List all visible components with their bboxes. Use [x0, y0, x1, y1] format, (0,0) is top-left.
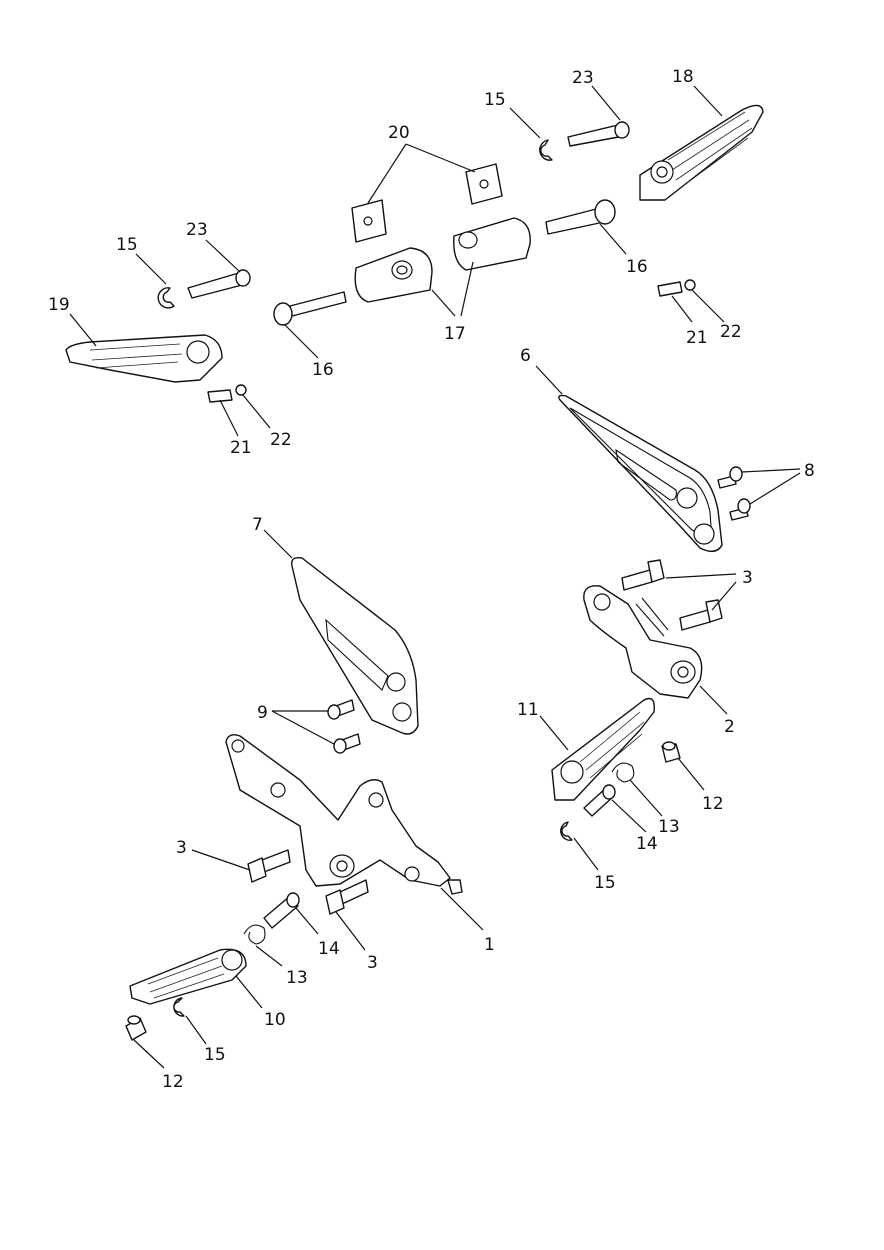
grease-nipple-12-right [661, 741, 681, 763]
label-23-left: 23 [186, 220, 208, 240]
label-15-left: 15 [116, 235, 138, 255]
label-21-left: 21 [230, 438, 252, 458]
label-13-right: 13 [658, 817, 680, 837]
label-13-left: 13 [286, 968, 308, 988]
label-19: 19 [48, 295, 70, 315]
heel-guard-6 [558, 394, 723, 553]
label-15-bottom-left: 15 [204, 1045, 226, 1065]
bolt-3-left-b [325, 879, 369, 915]
grease-nipple-12-left [125, 1015, 147, 1041]
clip-15-right-bottom [560, 821, 573, 841]
screw-8-b [729, 498, 751, 521]
label-8: 8 [804, 461, 815, 481]
label-3-right: 3 [742, 568, 753, 588]
label-22-left: 22 [270, 430, 292, 450]
label-21-right: 21 [686, 328, 708, 348]
bolt-3-left-a [247, 849, 291, 883]
spring-21-left [207, 389, 233, 403]
pin-14-left [263, 892, 300, 929]
label-10: 10 [264, 1010, 286, 1030]
label-16-left: 16 [312, 360, 334, 380]
bracket-2 [583, 585, 703, 699]
heel-guard-7 [291, 556, 419, 735]
pin-23-left [187, 269, 251, 299]
label-20: 20 [388, 123, 410, 143]
bracket-1 [225, 734, 463, 895]
spring-21-right [657, 281, 683, 297]
footpeg-11 [551, 697, 655, 801]
label-14-right: 14 [636, 834, 658, 854]
screw-8-a [717, 466, 743, 489]
footpeg-10 [129, 948, 247, 1005]
bolt-16-left [273, 291, 347, 326]
clip-15-left-bottom [173, 997, 185, 1017]
footpeg-19 [65, 334, 223, 383]
label-1: 1 [484, 935, 495, 955]
clip-15-top [539, 139, 553, 161]
spacer-20-right [465, 163, 503, 205]
pin-23-top [567, 121, 630, 147]
clip-15-left-top [157, 287, 175, 309]
mount-block-17-right [453, 217, 531, 271]
ball-22-right [684, 279, 696, 291]
label-6: 6 [520, 346, 531, 366]
label-15-bottom-right: 15 [594, 873, 616, 893]
spring-13-right [611, 762, 635, 783]
callout-labels: 1 2 3 3 3 6 7 8 9 10 11 12 12 13 13 14 1… [48, 67, 815, 1092]
label-3-left-lower: 3 [367, 953, 378, 973]
label-23-top: 23 [572, 68, 594, 88]
pin-14-right [583, 784, 616, 817]
label-2: 2 [724, 717, 735, 737]
spring-13-left [243, 924, 266, 945]
label-7: 7 [252, 515, 263, 535]
label-18: 18 [672, 67, 694, 87]
footpeg-18 [639, 104, 764, 201]
label-11: 11 [517, 700, 539, 720]
label-12-right: 12 [702, 794, 724, 814]
spacer-20-left [351, 199, 387, 243]
label-15-top-right: 15 [484, 90, 506, 110]
label-17: 17 [444, 324, 466, 344]
leader-lines [69, 85, 801, 1069]
label-9: 9 [257, 703, 268, 723]
label-16-right: 16 [626, 257, 648, 277]
label-3-left-upper: 3 [176, 838, 187, 858]
bolt-3-right-a [621, 559, 665, 591]
screw-9-b [333, 733, 361, 754]
bolt-3-right-b [679, 599, 723, 631]
label-14-left: 14 [318, 939, 340, 959]
mount-block-17-left [354, 247, 433, 303]
label-12-left: 12 [162, 1072, 184, 1092]
ball-22-left [235, 384, 247, 396]
screw-9-a [327, 699, 355, 720]
label-22-right: 22 [720, 322, 742, 342]
bolt-16-right [545, 199, 616, 235]
